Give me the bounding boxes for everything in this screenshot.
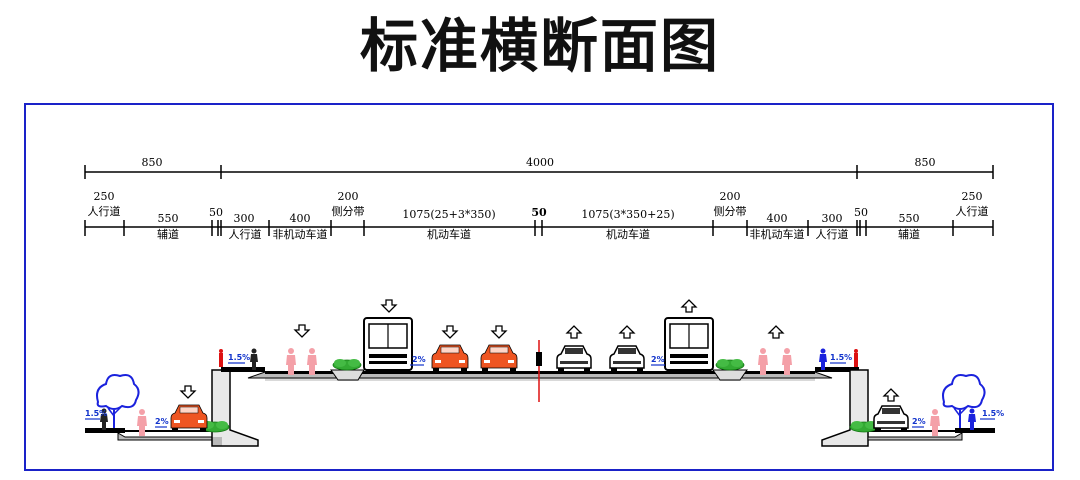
label-aux-road-right: 辅道 xyxy=(898,227,920,241)
label-motor-right: 机动车道 xyxy=(606,227,650,241)
label-motor-left: 机动车道 xyxy=(427,227,471,241)
slope-5: 2% xyxy=(651,355,665,364)
dim-left-200: 200 xyxy=(338,190,359,203)
label-right-walk-top: 人行道 xyxy=(956,204,989,218)
page-title: 标准横断面图 xyxy=(359,12,720,80)
road-structure xyxy=(85,340,995,447)
slope-1: 1.5% xyxy=(85,409,107,418)
label-left-divider: 侧分带 xyxy=(332,205,365,218)
dim-left-300: 300 xyxy=(234,212,255,225)
slope-8: 1.5% xyxy=(982,409,1004,418)
label-sidewalk-right: 人行道 xyxy=(816,227,849,241)
dim-center-50: 50 xyxy=(531,206,547,219)
label-non-motor-right: 非机动车道 xyxy=(750,227,805,241)
slope-7: 2% xyxy=(912,417,926,426)
dim-right-1075: 1075(3*350+25) xyxy=(581,208,674,221)
slope-4: 2% xyxy=(412,355,426,364)
dim-right-250: 250 xyxy=(962,190,983,203)
dim-right-400: 400 xyxy=(767,212,788,225)
dim-left-550: 550 xyxy=(158,212,179,225)
label-non-motor-left: 非机动车道 xyxy=(273,227,328,241)
dim-850-left: 850 xyxy=(142,156,163,169)
label-aux-road-left: 辅道 xyxy=(157,227,179,241)
dim-right-50: 50 xyxy=(854,206,868,219)
dim-4000: 4000 xyxy=(526,156,554,169)
dimension-mid xyxy=(84,220,994,236)
slope-6: 1.5% xyxy=(830,353,852,362)
dim-left-1075: 1075(25+3*350) xyxy=(402,208,495,221)
dim-left-50: 50 xyxy=(209,206,223,219)
slope-2: 2% xyxy=(155,417,169,426)
slope-labels: 1.5% 2% 1.5% 2% 2% 1.5% 2% 1.5% xyxy=(85,353,1004,428)
diagram-frame xyxy=(24,103,1054,471)
dimension-top xyxy=(84,165,994,179)
label-left-walk-top: 人行道 xyxy=(88,204,121,218)
dim-left-400: 400 xyxy=(290,212,311,225)
dim-right-550: 550 xyxy=(899,212,920,225)
label-sidewalk-left: 人行道 xyxy=(229,227,262,241)
dim-right-300: 300 xyxy=(822,212,843,225)
label-right-divider: 侧分带 xyxy=(714,205,747,218)
dim-right-200: 200 xyxy=(720,190,741,203)
slope-3: 1.5% xyxy=(228,353,250,362)
dim-left-250: 250 xyxy=(94,190,115,203)
right-tree xyxy=(942,374,986,429)
dim-850-right: 850 xyxy=(915,156,936,169)
